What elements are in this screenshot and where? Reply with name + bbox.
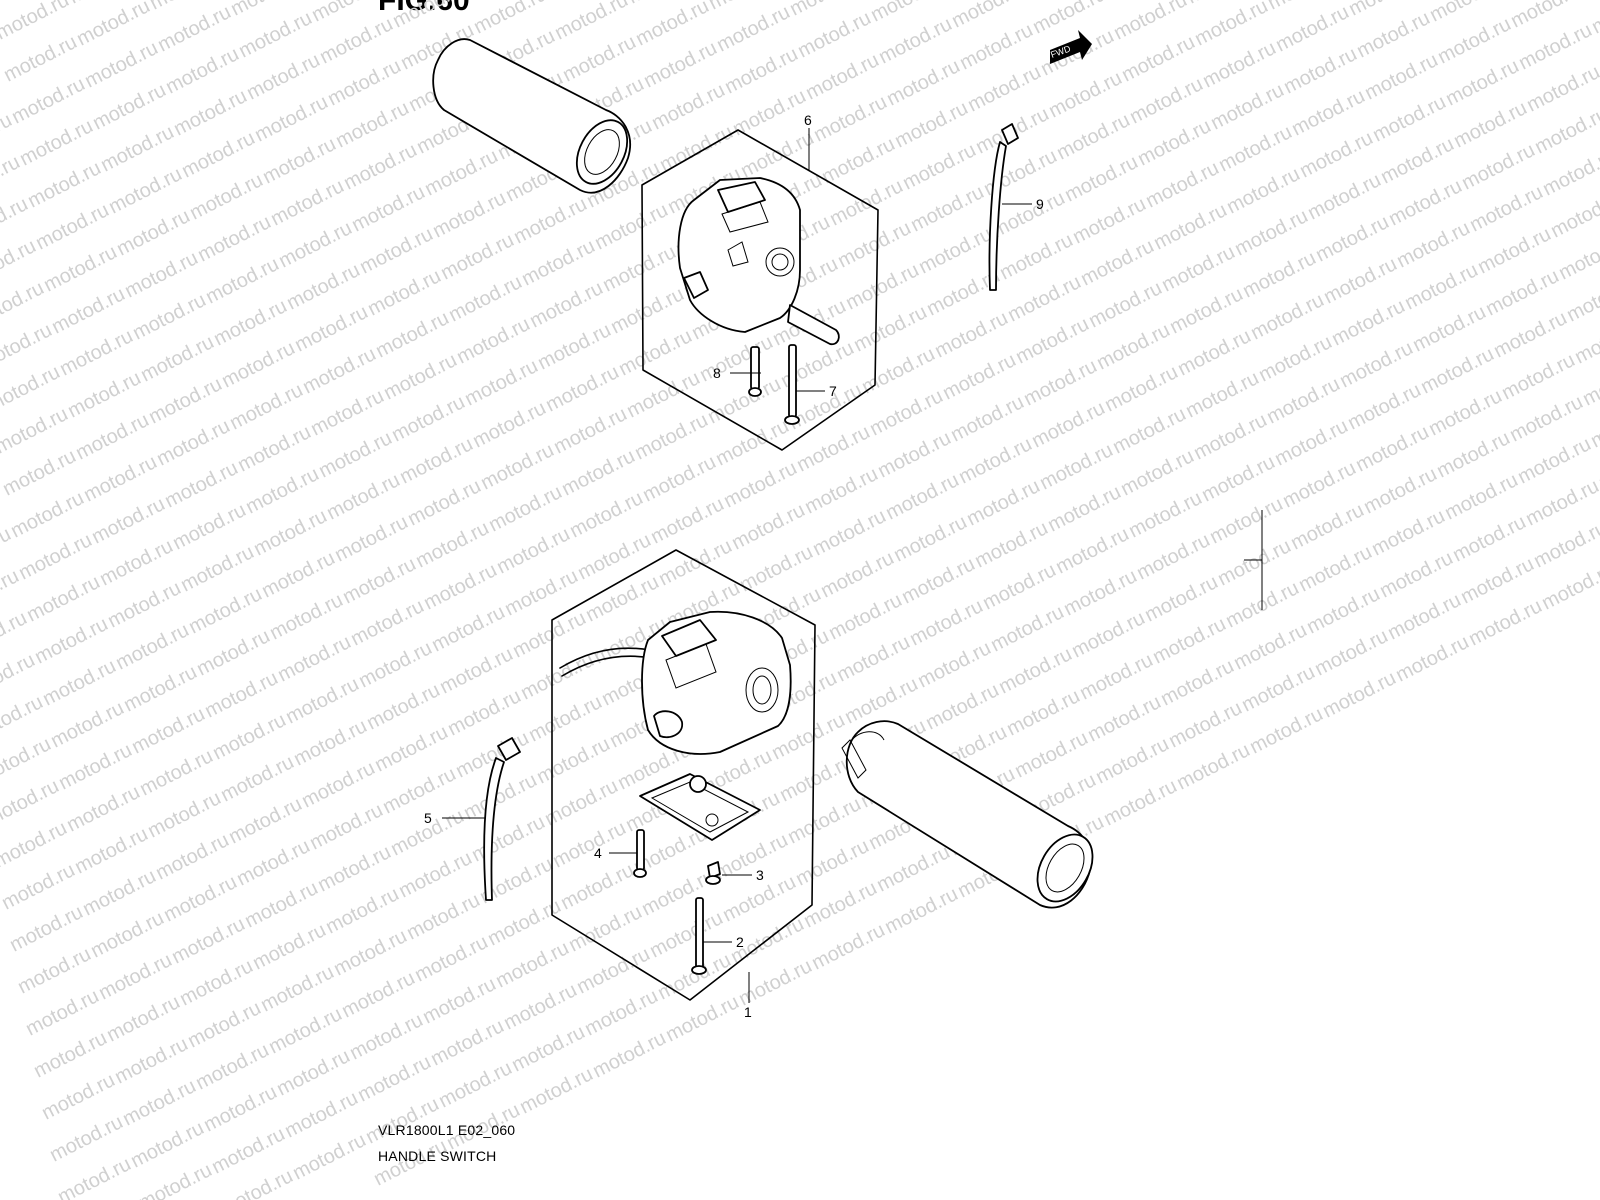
watermark-text: motod.ru [1100, 775, 1180, 830]
watermark-text: motod.ru [662, 991, 742, 1046]
fwd-badge: FWD [1049, 30, 1092, 64]
upper-screws [748, 344, 800, 425]
callout-1: 1 [744, 1004, 752, 1020]
callout-6: 6 [804, 112, 812, 128]
callout-labels: 1 2 3 4 5 6 7 8 9 [424, 112, 1044, 1020]
upper-switch-assembly [641, 129, 879, 451]
watermark-text: motod.ru [735, 955, 815, 1010]
leader-lines [442, 128, 1032, 1003]
lower-switch-assembly [551, 549, 816, 1001]
left-grip-drawing [432, 38, 631, 194]
watermark-text: motod.ru [1392, 631, 1472, 686]
watermark-text: motod.ru [808, 919, 888, 974]
lower-screws [633, 829, 721, 975]
watermark-text: motod.ru [1173, 739, 1253, 794]
throttle-grip-drawing [841, 720, 1094, 909]
watermark-text: motod.ru [289, 1129, 369, 1184]
figure-title: FIG.60 [378, 0, 470, 17]
callout-4: 4 [594, 845, 602, 861]
callout-3: 3 [756, 867, 764, 883]
callout-2: 2 [736, 934, 744, 950]
margin-marks [1244, 510, 1263, 610]
watermark-text: motod.ru [1588, 0, 1600, 38]
callout-5: 5 [424, 810, 432, 826]
watermark-text: motod.ru [516, 1063, 596, 1118]
callout-7: 7 [829, 383, 837, 399]
cable-tie-9 [988, 123, 1019, 291]
watermark-text: motod.ru [589, 1027, 669, 1082]
watermark-text: motod.ru [1246, 703, 1326, 758]
watermark-text: motod.ru [1319, 667, 1399, 722]
model-code: VLR1800L1 E02_060 [378, 1122, 516, 1138]
watermark-text: motod.ru [881, 883, 961, 938]
watermark-text: motod.ru [1465, 595, 1545, 650]
diagram-caption: HANDLE SWITCH [378, 1148, 497, 1164]
cable-tie-5 [483, 737, 521, 901]
callout-8: 8 [713, 365, 721, 381]
callout-9: 9 [1036, 196, 1044, 212]
